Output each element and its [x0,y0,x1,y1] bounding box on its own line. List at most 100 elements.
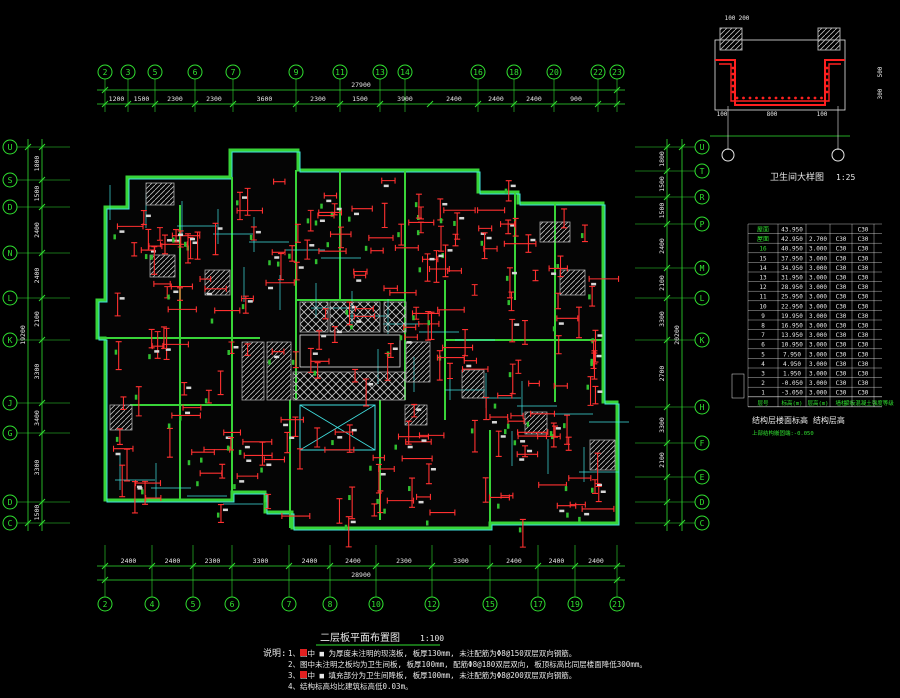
dimension-text: 900 [570,95,582,103]
dimension-text: 2300 [396,557,412,565]
rebar-label [320,203,323,209]
detail-rebar-dot [825,90,829,94]
rebar-mark [280,416,304,423]
floor-plan [95,148,629,548]
dimension-tick [663,143,671,151]
stair-core [299,334,401,368]
table-cell: 13 [759,275,767,282]
table-cell: C30 [858,246,869,253]
rebar-mark [310,358,330,365]
detail-frame [714,39,846,111]
rebar-mark [505,219,512,235]
rebar-mark [436,350,443,381]
rebar-label [580,233,584,239]
rebar-mark [304,239,311,260]
table-footer: 梁板混凝土强度等级 [844,399,894,407]
rebar-label [416,408,422,411]
rebar-label [314,220,318,226]
axis-label: 6 [193,68,198,77]
rebar-label [416,230,420,236]
rebar-mark [293,261,300,281]
table-cell: C30 [836,342,847,349]
rebar-mark [556,315,579,322]
table-cell: C30 [836,275,847,282]
dimension-tick [38,249,46,257]
axis-label: 3 [126,68,131,77]
dimension-text: 1200 [109,95,125,103]
table-cell: C30 [836,351,847,358]
rebar-mark [404,334,418,341]
table-cell: 37.950 [781,255,803,262]
rebar-label [268,286,274,290]
detail-dim-text: 100 [717,111,728,118]
dimension-text: 2400 [588,557,604,565]
rebar-mark [142,480,149,505]
dimension-tick [426,100,434,108]
rebar-label [427,320,430,326]
axis-label: 2 [103,68,108,77]
axis-label: K [700,336,705,345]
dimension-tick [38,429,46,437]
rebar-mark [250,226,257,241]
rebar-mark [595,485,602,503]
rebar-label [348,495,351,501]
axis-label: 20 [549,68,559,77]
detail-rebar-dot [731,90,735,94]
table-cell: C30 [836,390,847,397]
table-footer: 墙柱 [835,399,847,407]
rebar-mark [140,210,147,226]
rebar-label [266,463,272,467]
rebar-mark [471,419,478,453]
rebar-label [600,490,606,493]
table-cell: 3.000 [809,380,827,387]
rebar-mark [145,495,162,502]
dimension-tick [663,167,671,175]
rebar-label [503,429,507,435]
detail-rebar-dot [731,66,735,70]
dimension-tick [336,100,344,108]
axis-label: 10 [371,600,381,609]
rebar-label [192,241,198,245]
detail-rebar-dot [742,96,745,100]
rebar-mark [569,501,586,508]
rebar-mark [314,362,321,379]
rebar-mark [401,455,433,462]
rebar-label [519,458,525,461]
rebar-mark [314,427,321,448]
table-cell: 25.950 [781,294,803,301]
rebar-label [113,234,116,240]
axis-label: D [8,498,13,507]
hatched-region [383,301,407,333]
rebar-mark [199,470,223,477]
rebar-label [227,349,230,355]
rebar-label [356,279,362,282]
rebar-label [504,188,508,194]
plan-scale: 1:100 [420,634,444,643]
rebar-mark [236,191,243,221]
rebar-label [425,520,429,526]
axis-label: R [700,193,705,202]
dimension-tick [38,203,46,211]
rebar-mark [371,503,378,517]
rebar-label [178,233,184,237]
dimension-text: 19200 [19,325,27,345]
rebar-mark [353,268,368,275]
table-cell: C30 [858,361,869,368]
rebar-mark [378,465,395,472]
rebar-label [376,498,379,504]
table-cell: 40.950 [781,246,803,253]
rebar-mark [281,513,311,520]
table-cell: 3.000 [809,303,827,310]
rebar-mark [505,180,512,202]
table-cell: 6 [761,342,765,349]
table-note: 上部结构嵌固端:-0.050 [752,429,814,437]
rebar-mark [212,222,219,256]
rebar-mark [114,292,121,317]
axis-label: 6 [230,600,235,609]
axis-label: C [700,519,705,528]
rebar-mark [553,382,568,389]
rebar-mark [561,208,568,229]
rebar-label [591,487,594,493]
rebar-label [154,350,160,353]
